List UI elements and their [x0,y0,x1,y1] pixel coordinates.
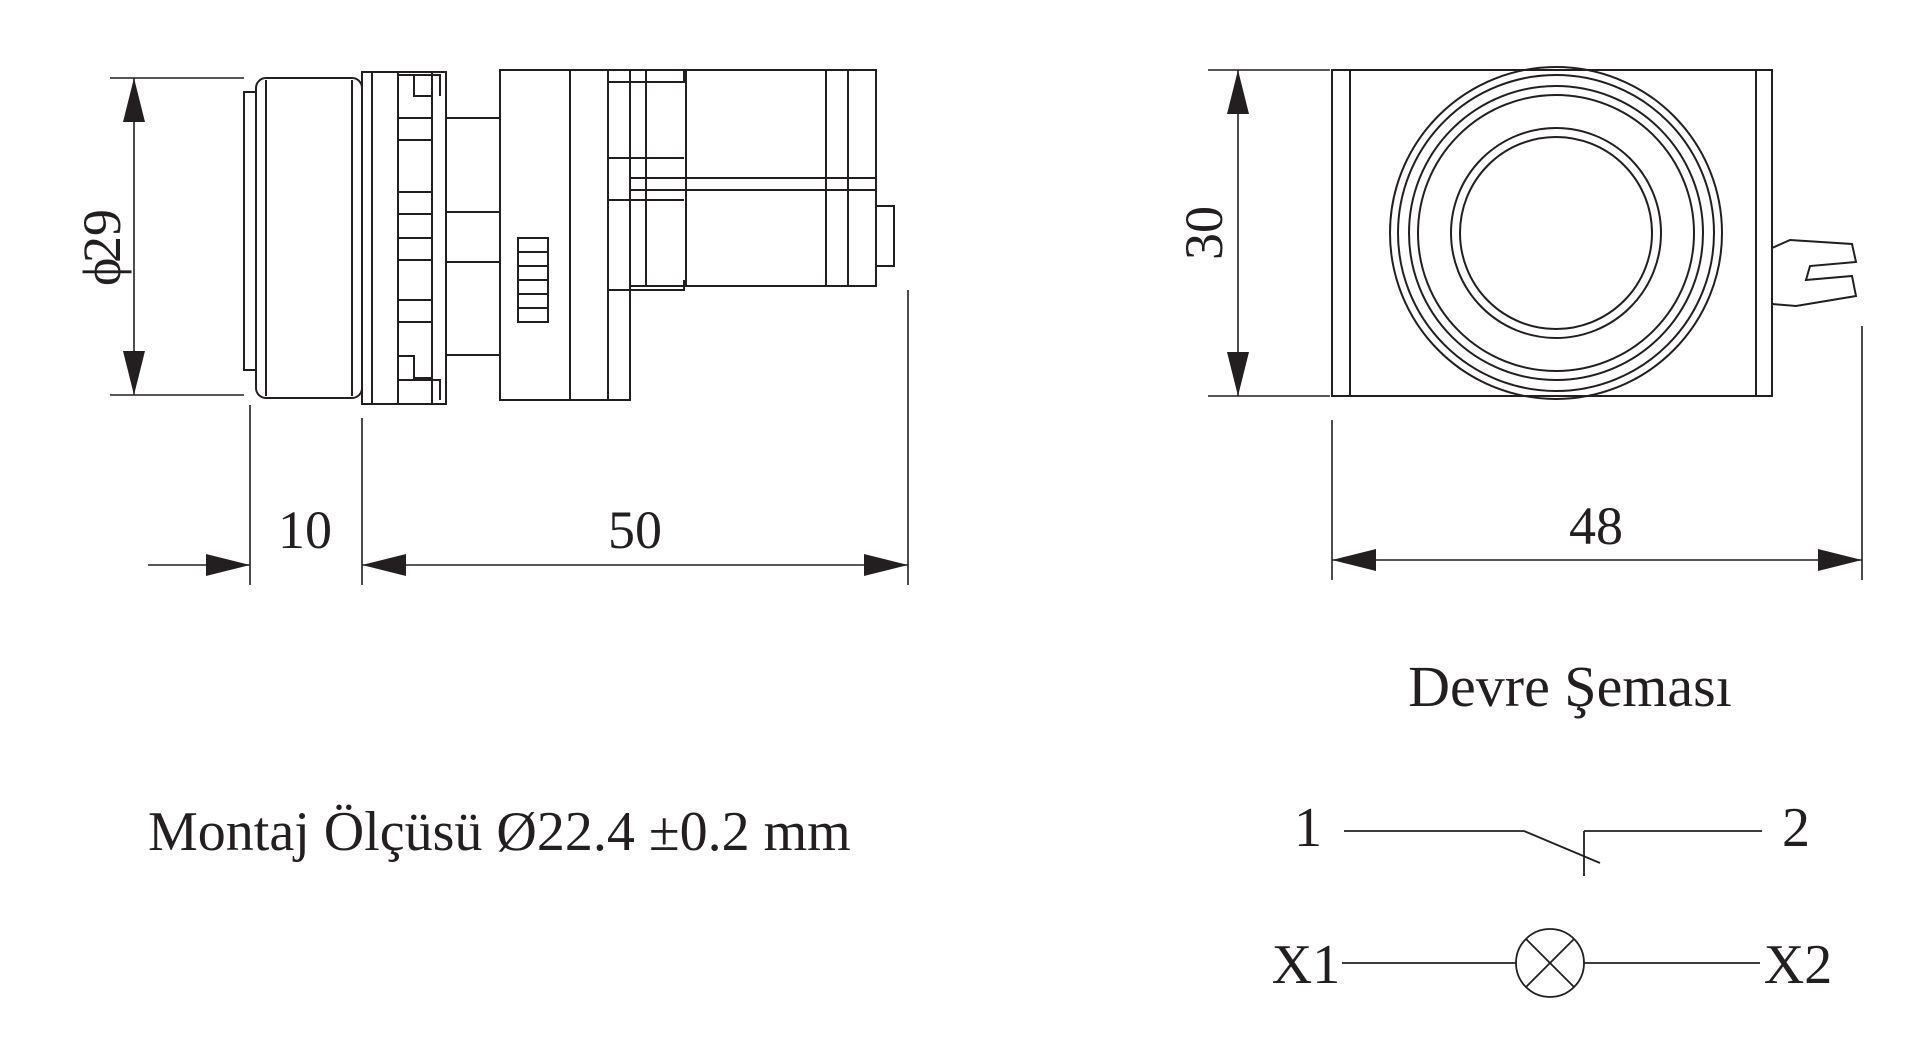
contact-block [499,69,631,401]
front-length-label: 10 [278,500,332,560]
lamp-terminal-left: X1 [1272,934,1340,996]
front-view-dimensions [1208,69,1863,580]
side-view-dimensions [110,77,909,585]
body-length-label: 50 [608,500,662,560]
front-view [1331,66,1858,400]
diameter-symbol: ϕ [72,258,132,286]
switch-symbol [1344,830,1762,876]
housing-outline [1331,69,1773,397]
circuit-title: Devre Şeması [1408,654,1732,719]
diameter-label: 29 [72,209,132,263]
switch-terminal-right: 2 [1782,797,1810,859]
lamp-terminal-right: X2 [1764,934,1832,996]
shaft [446,117,500,356]
terminal-module [607,69,895,291]
mounting-note: Montaj Ölçüsü Ø22.4 ±0.2 mm [148,801,851,863]
lens [1450,127,1662,339]
side-view [243,69,895,405]
height-label: 30 [1174,206,1234,260]
terminal-tab [1771,238,1858,308]
bezel-ring [1389,66,1723,400]
lamp-symbol [1342,928,1760,998]
bezel [243,77,363,399]
mounting-nut [361,71,447,405]
width-label: 48 [1569,496,1623,556]
switch-terminal-left: 1 [1294,797,1322,859]
